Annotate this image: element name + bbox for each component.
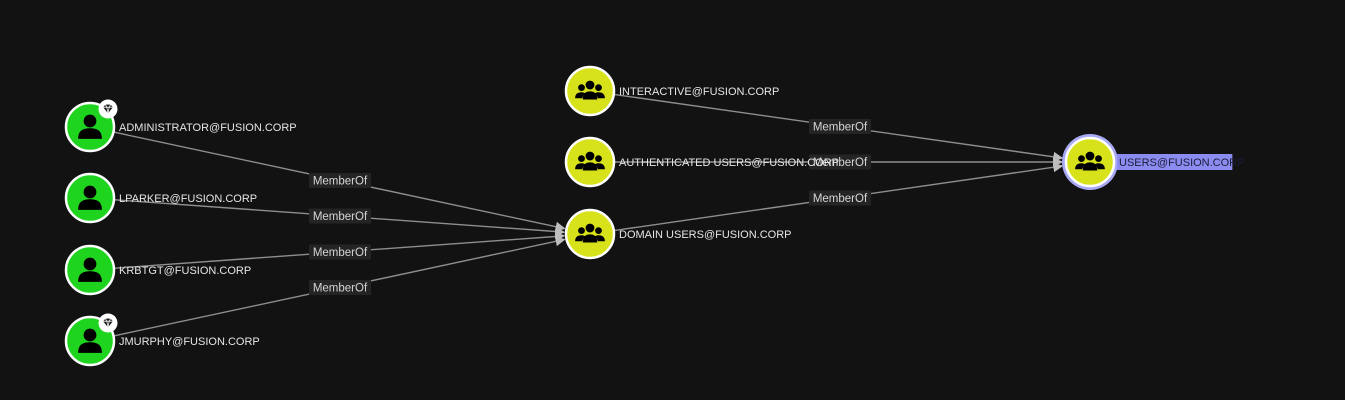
edge-authenticated-users[interactable]: MemberOf xyxy=(615,154,1063,170)
edge-label[interactable]: MemberOf xyxy=(813,157,868,169)
edges-layer: MemberOfMemberOfMemberOfMemberOfMemberOf… xyxy=(114,93,1064,337)
edge-administrator-domainusers[interactable]: MemberOf xyxy=(114,131,566,232)
edge-interactive-users[interactable]: MemberOf xyxy=(614,93,1064,162)
node-label[interactable]: LPARKER@FUSION.CORP xyxy=(119,193,257,205)
edge-label-background xyxy=(309,280,371,295)
node-label[interactable]: JMURPHY@FUSION.CORP xyxy=(119,336,260,348)
selected-label-highlight xyxy=(1117,154,1233,170)
node-lparker[interactable]: LPARKER@FUSION.CORP xyxy=(64,172,257,224)
node-interactive[interactable]: INTERACTIVE@FUSION.CORP xyxy=(564,65,779,117)
group-node-circle[interactable] xyxy=(564,136,616,188)
edge-label[interactable]: MemberOf xyxy=(313,247,368,259)
node-jmurphy[interactable]: JMURPHY@FUSION.CORP xyxy=(64,313,260,367)
edge-label-background xyxy=(309,173,371,188)
node-label[interactable]: USERS@FUSION.CORP xyxy=(1119,157,1244,169)
gem-icon xyxy=(98,313,118,333)
group-node-circle[interactable] xyxy=(1064,136,1116,188)
edge-label[interactable]: MemberOf xyxy=(813,122,868,134)
edge-label-background xyxy=(309,208,371,224)
node-label[interactable]: DOMAIN USERS@FUSION.CORP xyxy=(619,229,792,241)
edge-jmurphy-domainusers[interactable]: MemberOf xyxy=(114,236,566,337)
node-administrator[interactable]: ADMINISTRATOR@FUSION.CORP xyxy=(64,99,297,153)
edge-label[interactable]: MemberOf xyxy=(313,211,368,223)
node-label[interactable]: INTERACTIVE@FUSION.CORP xyxy=(619,86,779,98)
node-authenticated[interactable]: AUTHENTICATED USERS@FUSION.CORP xyxy=(564,136,839,188)
gem-icon xyxy=(98,99,118,119)
edge-label-background xyxy=(309,244,371,260)
group-node-circle[interactable] xyxy=(564,65,616,117)
node-label[interactable]: ADMINISTRATOR@FUSION.CORP xyxy=(119,122,297,134)
node-krbtgt[interactable]: KRBTGT@FUSION.CORP xyxy=(64,244,251,296)
group-node-circle[interactable] xyxy=(564,208,616,260)
edge-domainusers-users[interactable]: MemberOf xyxy=(614,162,1064,232)
edge-label[interactable]: MemberOf xyxy=(813,193,868,205)
edge-krbtgt-domainusers[interactable]: MemberOf xyxy=(114,231,566,269)
node-users[interactable]: USERS@FUSION.CORP xyxy=(1062,134,1244,190)
edge-label[interactable]: MemberOf xyxy=(313,283,368,295)
nodes-layer: ADMINISTRATOR@FUSION.CORP LPARKER@FUSION.… xyxy=(64,65,1244,367)
edge-lparker-domainusers[interactable]: MemberOf xyxy=(114,199,566,237)
edge-label[interactable]: MemberOf xyxy=(313,176,368,188)
edge-label-background xyxy=(809,190,871,206)
node-label[interactable]: AUTHENTICATED USERS@FUSION.CORP xyxy=(619,157,839,169)
edge-label-background xyxy=(809,154,871,170)
node-label[interactable]: KRBTGT@FUSION.CORP xyxy=(119,265,251,277)
node-domainusers[interactable]: DOMAIN USERS@FUSION.CORP xyxy=(564,208,792,260)
edge-label-background xyxy=(809,119,871,134)
